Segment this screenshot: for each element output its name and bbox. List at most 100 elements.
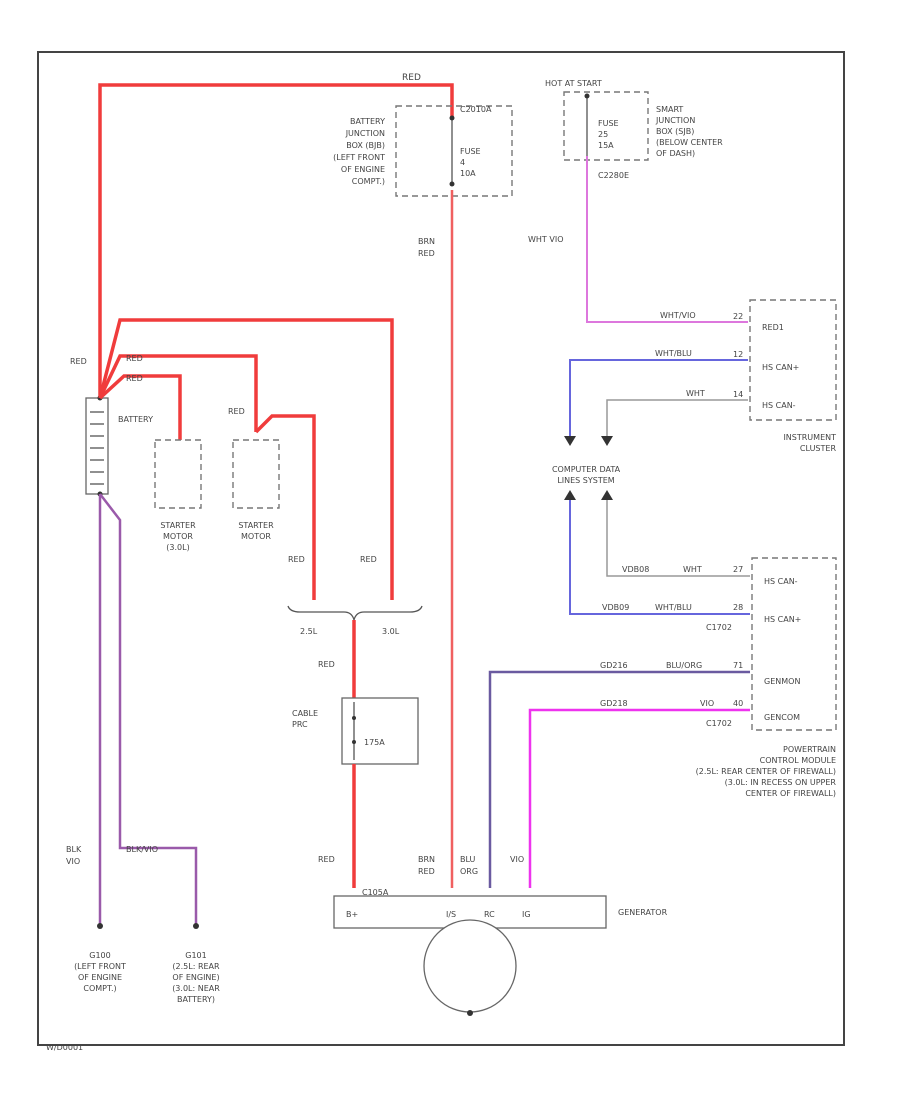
wire-label-blu-org: BLU/ORG [666,661,702,670]
red-cable-starter-1 [98,374,182,440]
ground-g100 [97,923,103,929]
pcm-pin-number-1: 27 [733,565,743,574]
sjb-connector-label: C2280E [598,171,629,180]
blu-org-genmon-wire [488,670,750,888]
battery [85,397,109,495]
wire-label-wht-blu: WHT/BLU [655,349,692,358]
pcm-wire-code-4: GD218 [600,699,628,708]
ic-pin-number-2: 12 [733,350,743,359]
pcm-pin-label-4: GENCOM [764,713,800,722]
generator [423,919,517,1013]
pcm-wire-code-3: GD216 [600,661,628,670]
pcm-connector-label-1: C1702 [706,623,732,632]
battery-junction-box [395,105,513,197]
pcm-wire-code-2: VDB09 [602,603,629,612]
wht-vio-wire-sjb-to-cluster [586,156,748,323]
wire-label-wht-vio: WHT VIO [528,235,563,244]
wire-label-red-starter: RED [228,407,245,416]
wht-can-wire-pcm [606,500,750,577]
cable-prc-terminal-1 [352,716,356,720]
cable-prc-terminal-2 [352,740,356,744]
generator-pin-b-plus: B+ [346,910,358,919]
wire-label-red-b: RED [126,374,143,383]
instrument-cluster [749,299,837,421]
split-label-2-5l: 2.5L [300,627,318,636]
wht-blu-can-wire-cluster [569,359,748,438]
bjb-terminal-bottom [449,181,455,187]
powertrain-control-module [751,557,837,731]
engine-option-split [287,605,423,621]
cdls-arrow-3 [564,490,576,500]
ic-pin-number-1: 22 [733,312,743,321]
generator-ground [467,1010,473,1016]
red-cable-2-5l [254,414,316,600]
red-cable-starter-2 [98,354,258,432]
wire-label-wht-pcm: WHT [683,565,702,574]
pcm-wire-code-1: VDB08 [622,565,649,574]
wht-can-wire-cluster [606,399,748,438]
ic-pin-number-3: 14 [733,390,743,399]
pcm-connector-label-2: C1702 [706,719,732,728]
battery-cells [90,411,104,485]
wire-label-red-left: RED [288,555,305,564]
pcm-pin-number-3: 71 [733,661,743,670]
wire-label-red-battery: RED [70,357,87,366]
starter-motor [232,439,280,509]
bjb-connector-label: C2010A [460,105,492,114]
wire-label-red-gen: RED [318,855,335,864]
sjb-terminal-top [584,93,590,99]
pcm-pin-label-1: HS CAN- [764,577,798,586]
cdls-arrow-2 [601,436,613,446]
generator-wire-labels-text: VIO [510,855,524,864]
wire-label-wht-blu-pcm: WHT/BLU [655,603,692,612]
vio-gencom-wire [528,708,750,888]
pcm-pin-label-2: HS CAN+ [764,615,801,624]
wire-label-red-mid: RED [318,660,335,669]
ic-pin-label-1: RED1 [762,323,784,332]
ground-g101 [193,923,199,929]
cdls-arrow-4 [601,490,613,500]
generator-pin-ig: IG [522,910,531,919]
wire-label-red-right: RED [360,555,377,564]
starter-motor-3-0l [154,439,202,509]
generator-pin-rc: RC [484,910,495,919]
battery-label: BATTERY [118,415,153,424]
wht-blu-can-wire-pcm [569,500,750,615]
generator-connector-label: C105A [362,888,389,897]
cable-prc [341,697,419,765]
red-cable-3-0l [98,318,394,600]
cable-prc-fuse-rating: 175A [364,738,385,747]
wire-label-wht: WHT [686,389,705,398]
ic-pin-label-3: HS CAN- [762,401,796,410]
pcm-pin-number-2: 28 [733,603,743,612]
ic-pin-label-2: HS CAN+ [762,363,799,372]
split-label-3-0l: 3.0L [382,627,400,636]
